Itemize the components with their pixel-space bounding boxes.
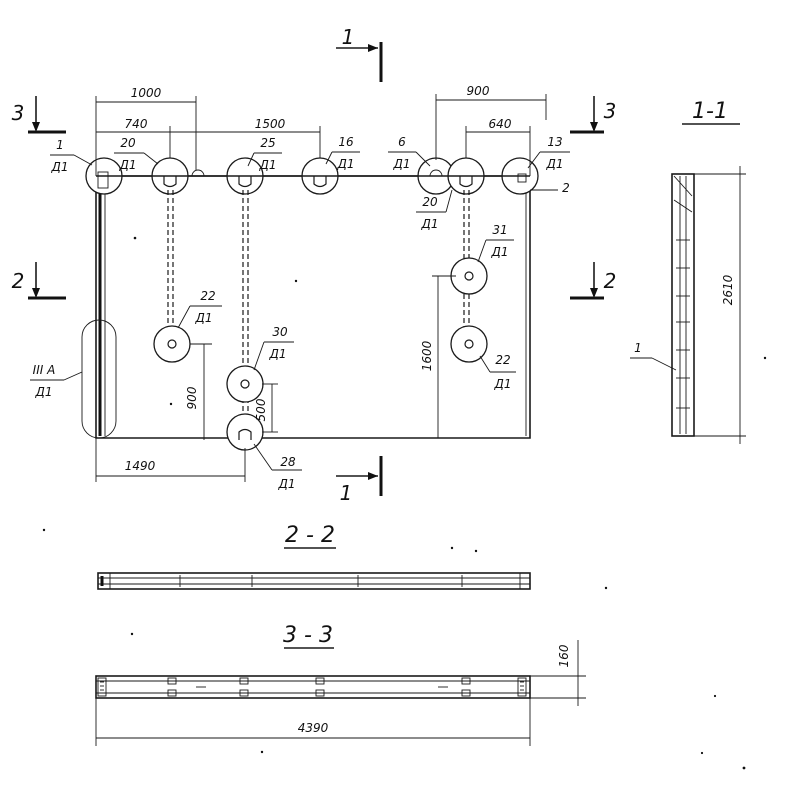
section-mark-2-left: 2 [12, 269, 25, 293]
hole-icon [240, 379, 250, 389]
item-label-1: 1 [634, 341, 642, 355]
dim-900-top: 900 [467, 84, 490, 98]
section-2-2-body [97, 572, 531, 590]
callout-sheet: Д1 [258, 158, 276, 172]
dim-1600: 1600 [420, 340, 434, 371]
node-square [97, 171, 109, 189]
plan-dimensions: 1000 740 1500 900 640 1600 900 500 [95, 84, 547, 482]
callout-num: 22 [495, 353, 510, 367]
loop-icon [429, 169, 443, 177]
callout-num: 20 [422, 195, 438, 209]
callout-num: 28 [280, 455, 296, 469]
section-2-2: 2 - 2 [42, 523, 608, 590]
loop-icon [238, 176, 252, 188]
section-mark-3-right: 3 [604, 99, 617, 123]
section-mark-1-top: 1 [342, 25, 355, 49]
callout-sheet: Д1 [545, 157, 563, 171]
section-1-1: 1-1 2610 1 [630, 99, 767, 444]
callout-sheet: Д1 [277, 477, 295, 491]
section-mark-1-bottom: 1 [340, 481, 353, 505]
section-mark-3-left: 3 [12, 101, 25, 125]
dim-4390: 4390 [298, 721, 329, 735]
item-label-2: 2 [562, 181, 570, 195]
callout-num: 25 [260, 136, 275, 150]
dim-500: 500 [254, 398, 268, 421]
loop-icon [238, 428, 252, 440]
section-1-1-body [671, 173, 695, 437]
callout-num: 30 [272, 325, 288, 339]
dim-740: 740 [125, 117, 148, 131]
callout-sheet: Д1 [493, 377, 511, 391]
hole-icon [464, 339, 474, 349]
dim-1490: 1490 [125, 459, 156, 473]
dim-2610: 2610 [721, 274, 735, 305]
section-mark-2-right: 2 [604, 269, 617, 293]
callout-num: 1 [56, 138, 64, 152]
callout-sheet: Д1 [34, 385, 52, 399]
callout-sheet: Д1 [50, 160, 68, 174]
callout-num: 22 [200, 289, 215, 303]
hole-icon [464, 271, 474, 281]
hole-icon [167, 339, 177, 349]
callout-sheet: Д1 [268, 347, 286, 361]
loop-icon [191, 169, 205, 177]
callout-sheet: Д1 [420, 217, 438, 231]
loop-icon [163, 176, 177, 188]
dim-1500: 1500 [255, 117, 286, 131]
callout-num: 16 [338, 135, 354, 149]
loop-icon [459, 176, 473, 188]
section-3-3-body [95, 675, 531, 699]
loop-icon [313, 176, 327, 188]
plan-callouts: 1 Д1 20 Д1 25 Д1 16 Д1 6 Д1 13 Д1 2 20 [30, 135, 570, 491]
node-square [517, 173, 527, 183]
section-marks: 1 1 3 3 2 2 [12, 25, 617, 505]
panel-outline [95, 175, 531, 439]
title-section-2-2: 2 - 2 [285, 523, 335, 548]
section-3-3: 3 - 3 160 4390 [95, 623, 746, 770]
callout-sheet: Д1 [392, 157, 410, 171]
callout-num: 6 [398, 135, 406, 149]
title-section-3-3: 3 - 3 [283, 623, 333, 648]
dim-160: 160 [557, 644, 571, 667]
callout-num: III A [33, 363, 56, 377]
dim-900-left: 900 [185, 386, 199, 409]
callout-sheet: Д1 [118, 158, 136, 172]
dim-640: 640 [489, 117, 512, 131]
callout-sheet: Д1 [194, 311, 212, 325]
callout-num: 13 [547, 135, 562, 149]
callout-sheet: Д1 [336, 157, 354, 171]
callout-num: 20 [120, 136, 136, 150]
node-iii-a-oval [81, 319, 117, 439]
title-section-1-1: 1-1 [692, 99, 728, 124]
callout-num: 31 [492, 223, 507, 237]
plan-view [81, 157, 539, 451]
dim-1000: 1000 [131, 86, 162, 100]
callout-sheet: Д1 [490, 245, 508, 259]
